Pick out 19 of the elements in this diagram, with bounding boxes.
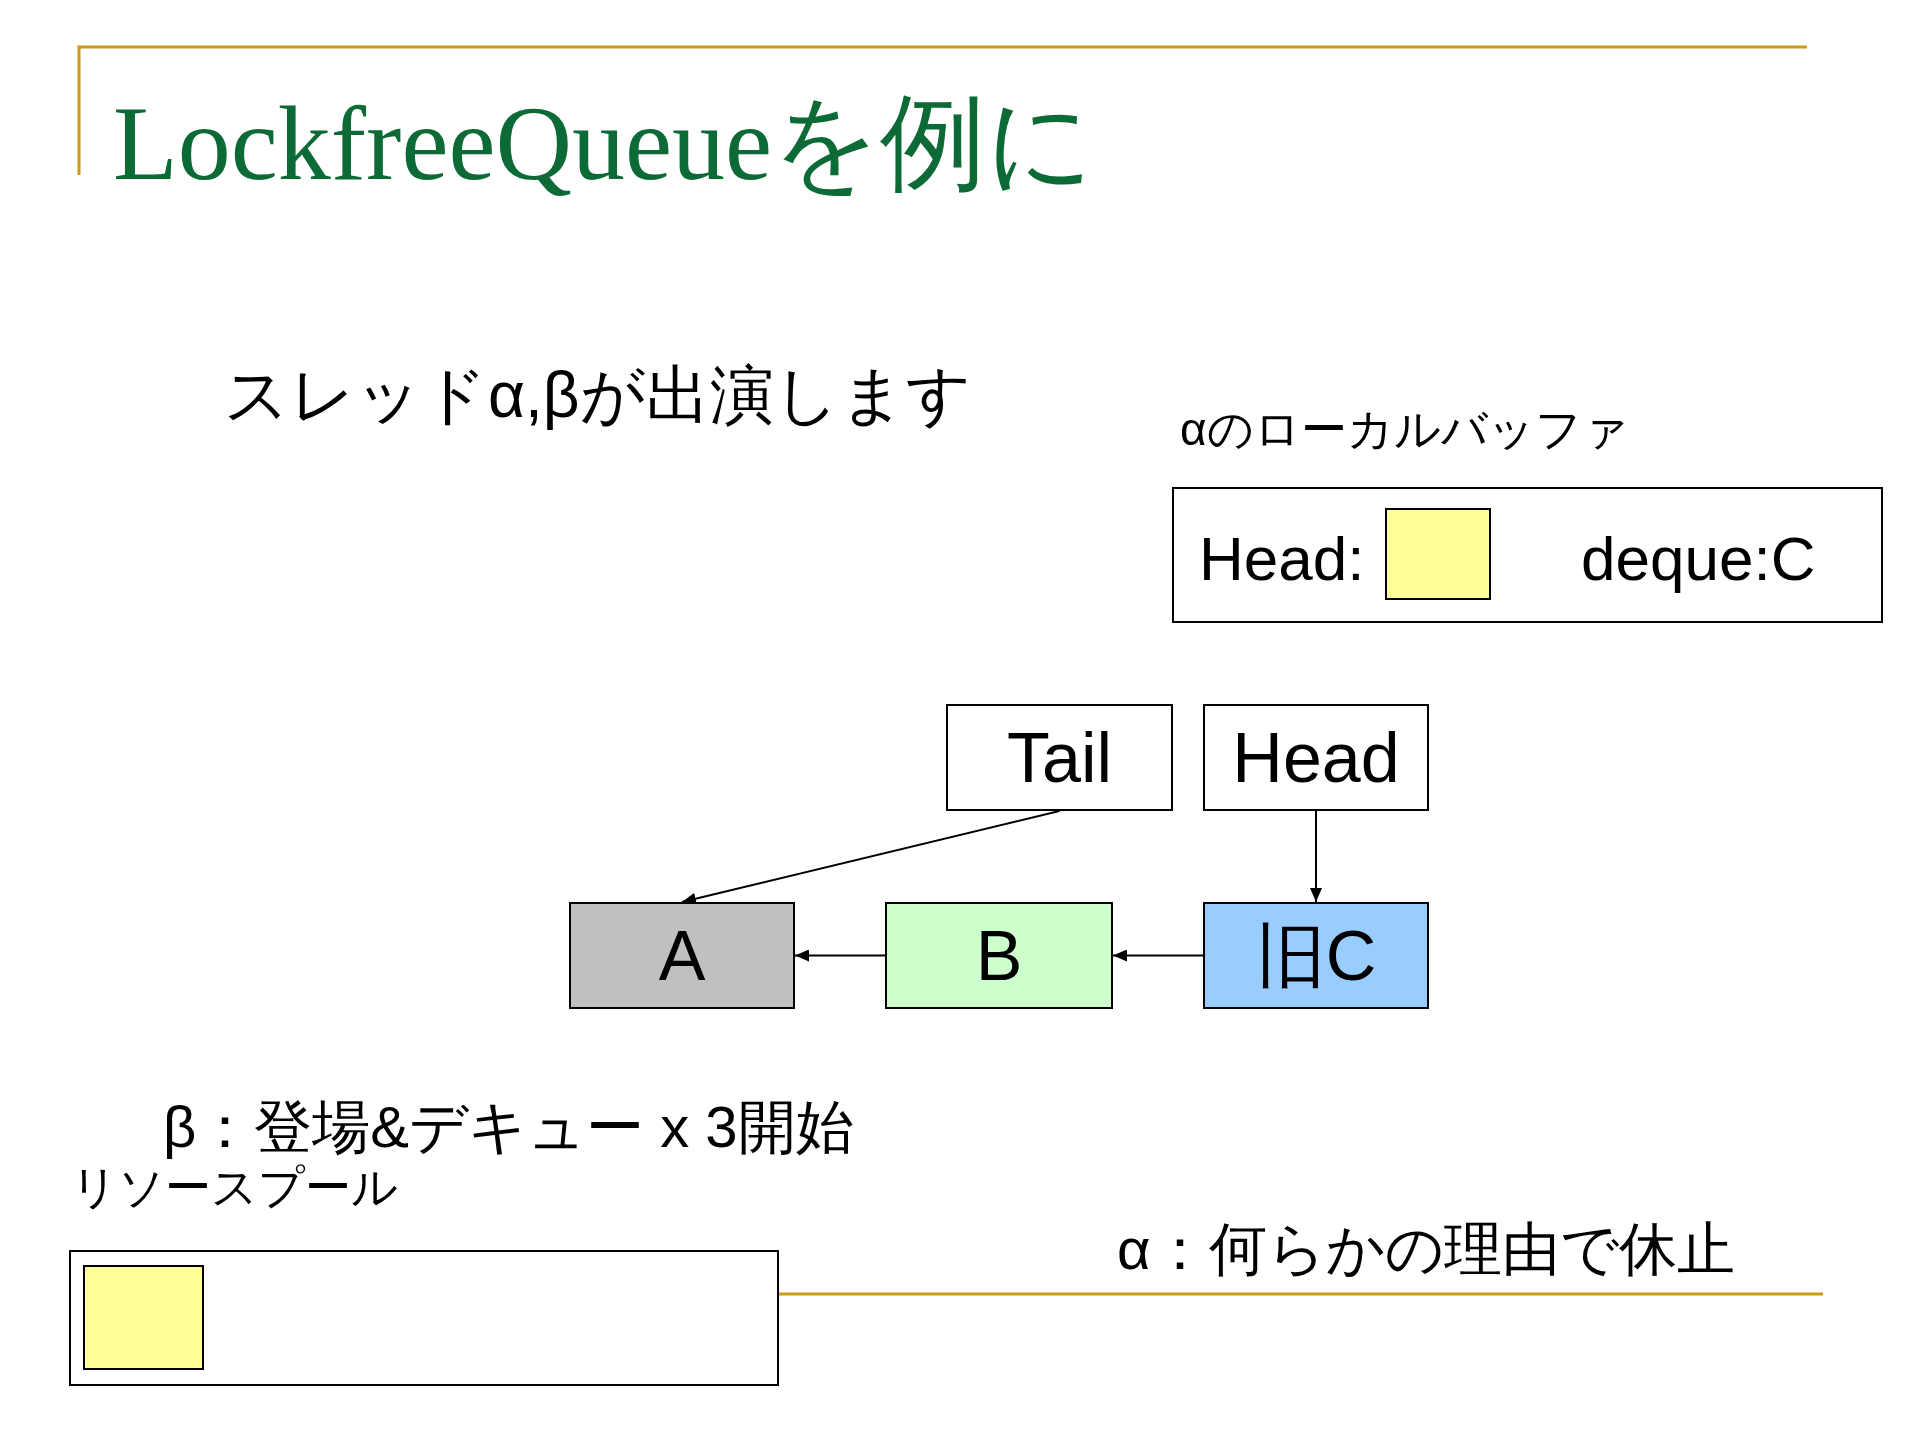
arrow [1112,949,1204,962]
note-text: β：登場&デキュー x 3開始 [163,1093,854,1161]
pointer-box: Tail [946,704,1173,811]
pointer-box: Head [1203,704,1429,811]
box-heading: αのローカルバッファ [1180,402,1629,457]
arrow [681,810,1061,905]
empty-slot [1385,508,1491,600]
empty-slot [83,1265,204,1370]
queue-node: 旧C [1203,902,1429,1009]
field-label: Head: [1199,523,1365,595]
arrow [794,949,886,962]
box-heading: リソースプール [71,1160,398,1215]
queue-node: A [569,902,795,1009]
intro-text: スレッドα,βが出演します [224,358,972,433]
arrow [1310,810,1322,903]
queue-node: B [885,902,1113,1009]
field-value: deque:C [1581,523,1816,595]
slide-title: LockfreeQueueを例に [113,84,1095,204]
note-text: α：何らかの理由で休止 [1117,1215,1735,1283]
